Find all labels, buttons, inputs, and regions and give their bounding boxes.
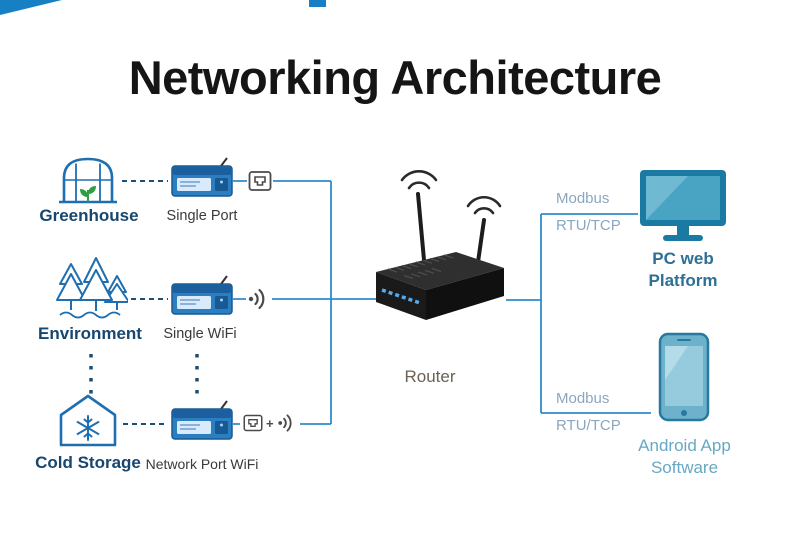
ethernet-port-node [247, 169, 273, 193]
router-node [368, 168, 510, 354]
network-port-wifi-label: Network Port WiFi [145, 456, 259, 472]
bus-links [233, 180, 651, 425]
greenhouse-label: Greenhouse [39, 206, 139, 225]
dashed-links [122, 180, 168, 425]
environment-label: Environment [38, 324, 142, 343]
android-app-label: Android App [638, 436, 731, 455]
android-node [658, 332, 710, 422]
pc-node [637, 168, 729, 246]
pc-web-label: PC web [652, 249, 714, 268]
modbus-bottom-protocol: Modbus [556, 390, 610, 407]
rtu-device-icon [171, 400, 233, 440]
router-label: Router [404, 367, 456, 386]
ellipsis-dots [89, 354, 199, 398]
corner-accent-decoration [0, 0, 62, 15]
pc-platform-label: Platform [648, 271, 718, 290]
rtu-device-icon [171, 157, 233, 197]
smartphone-icon [658, 332, 710, 422]
single-port-label: Single Port [166, 208, 238, 224]
single-wifi-label: Single WiFi [163, 326, 237, 342]
greenhouse-node [57, 150, 119, 208]
android-software-label: Software [650, 458, 719, 477]
ethernet-port-icon [247, 169, 273, 193]
modbus-top-protocol: Modbus [556, 190, 610, 207]
rtu-device-icon [171, 275, 233, 315]
plus-sign: + [266, 415, 274, 431]
cold-storage-label: Cold Storage [35, 453, 141, 472]
rtu-device-network-port-wifi [170, 400, 234, 442]
rtu-device-single-port [170, 157, 234, 199]
wifi-signal-icon [246, 286, 272, 312]
pc-monitor-icon [640, 170, 726, 241]
modbus-bottom-transport: RTU/TCP [556, 417, 621, 434]
page-title: Networking Architecture [128, 51, 662, 104]
cold-storage-icon [59, 394, 117, 447]
cold-storage-node [56, 392, 120, 450]
router-icon [376, 170, 504, 320]
wifi-signal-node [246, 286, 272, 312]
modbus-top-transport: RTU/TCP [556, 217, 621, 234]
ethernet-plus-wifi-node: + [240, 412, 300, 434]
environment-node [54, 254, 128, 320]
wifi-signal-icon [275, 412, 298, 434]
rtu-device-single-wifi [170, 275, 234, 317]
environment-trees-icon [56, 257, 128, 319]
top-accent-decoration [309, 0, 326, 7]
greenhouse-icon [59, 157, 117, 204]
ethernet-port-icon [242, 413, 264, 433]
